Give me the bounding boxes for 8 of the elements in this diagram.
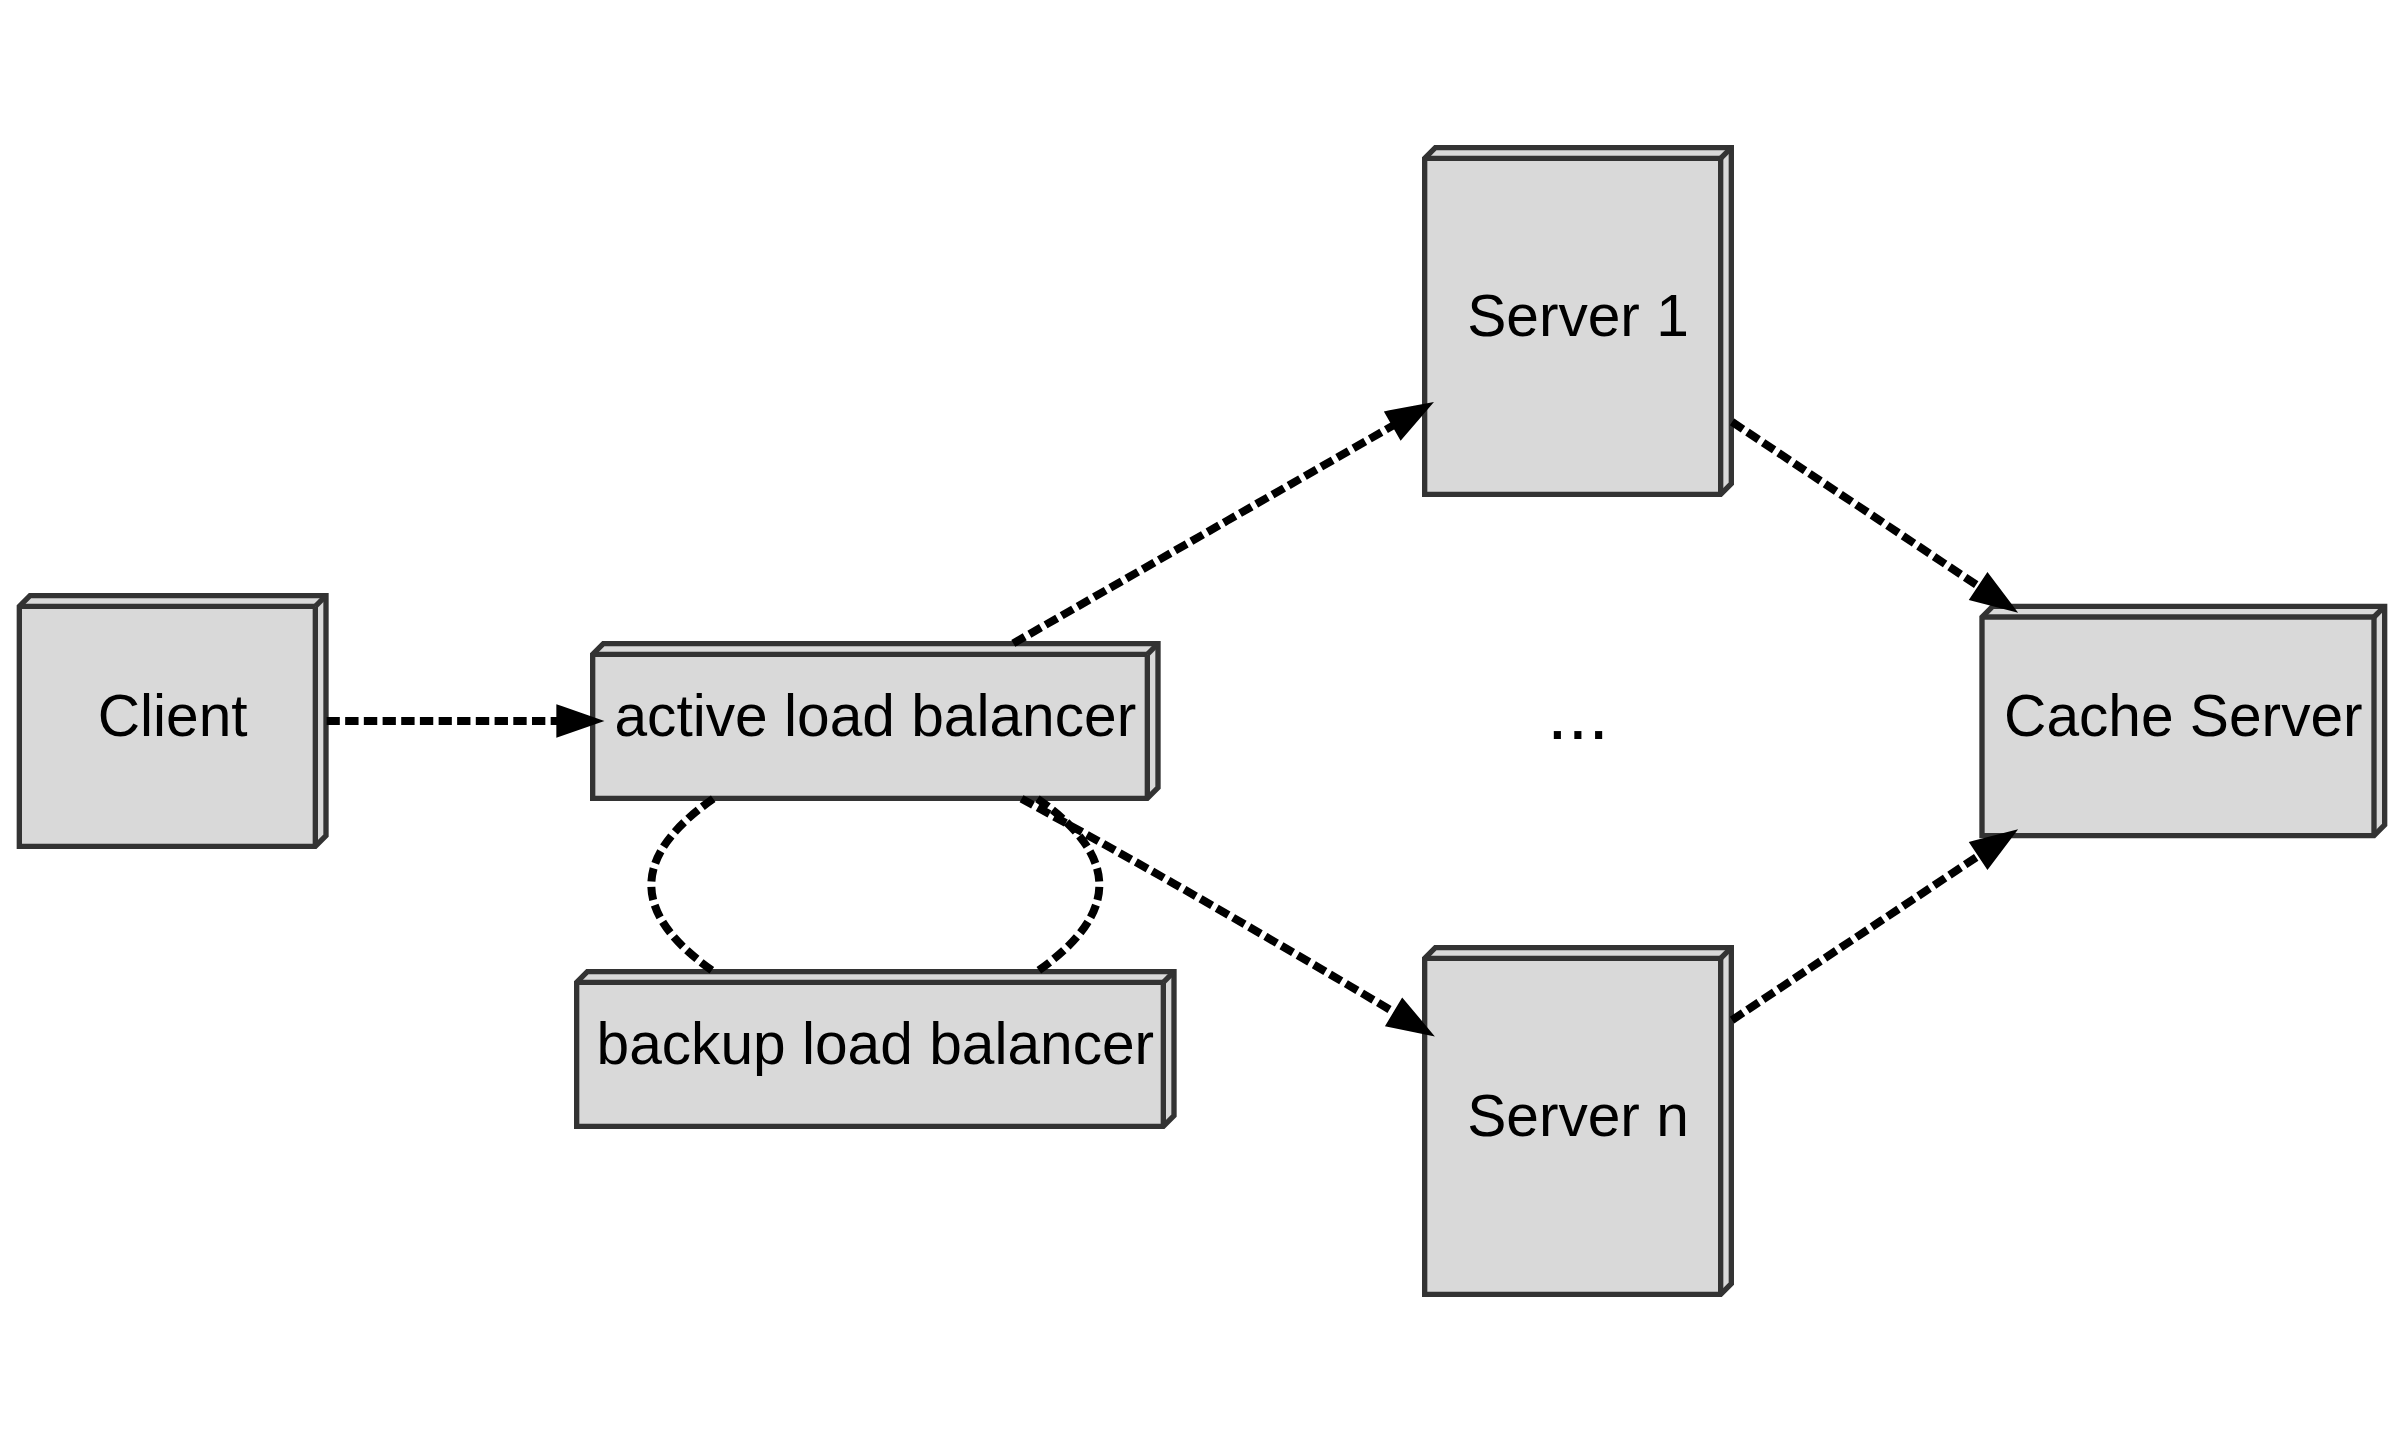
- connector: [647, 795, 717, 975]
- connector: [1034, 795, 1104, 975]
- arrow: [326, 704, 605, 738]
- label: ...: [1546, 671, 1610, 756]
- arrow: [1011, 402, 1434, 647]
- arrow: [1729, 418, 2019, 613]
- arrow: [1019, 795, 1435, 1037]
- arrow: [1729, 829, 2019, 1024]
